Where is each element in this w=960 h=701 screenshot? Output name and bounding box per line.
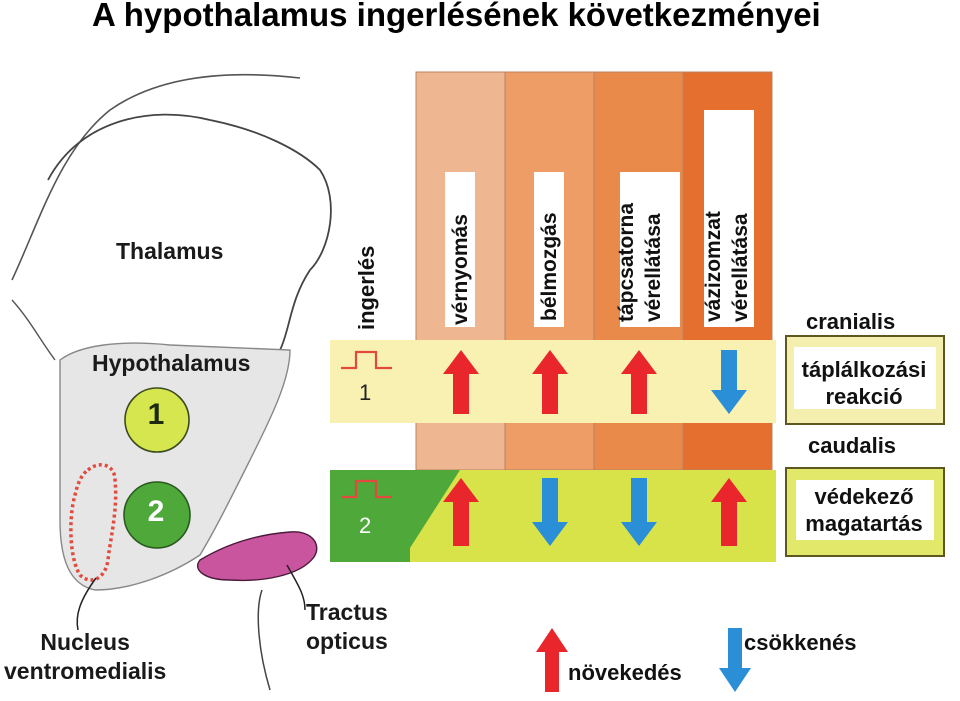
- effect-arrow-r2-c1: [443, 478, 479, 546]
- legend-increase-label: növekedés: [568, 660, 682, 685]
- column-header-bowel-motility: bélmozgás: [536, 212, 563, 321]
- effect-arrow-r1-c4: [711, 350, 747, 414]
- stimulus-2-pulse: [341, 479, 392, 499]
- nucleus-ventromedialis-label: Nucleus ventromedialis: [4, 628, 166, 686]
- legend-arrows: [536, 628, 751, 692]
- thalamus-outline: [47, 113, 332, 351]
- nucleus-1-circle: [124, 387, 190, 453]
- tractus-label-line1: Tractus: [306, 599, 388, 625]
- column-label-box-1: [445, 172, 475, 327]
- row-2-stimulus-triangle: [410, 470, 460, 548]
- caudalis-label: caudalis: [808, 433, 897, 458]
- tractus-leader-line: [286, 564, 306, 611]
- thalamus-label: Thalamus: [116, 238, 224, 264]
- column-header-muscle-blood-supply: vázizomzat vérellátása: [700, 211, 754, 322]
- effect-arrow-r2-c2: [532, 478, 568, 546]
- stimulus-1-pulse: [341, 350, 392, 370]
- column-header-gut-blood-supply: tápcsatorna vérellátása: [613, 203, 667, 322]
- stimulus-2-number: 2: [359, 513, 372, 538]
- row-2-stimulus-cell: [330, 470, 410, 562]
- stalk-outline: [257, 589, 271, 691]
- column-4-line1: vázizomzat: [702, 211, 725, 322]
- feeding-response-line1: táplálkozási: [801, 357, 927, 382]
- effect-arrow-r1-c2: [532, 350, 568, 414]
- nucleus-label-line1: Nucleus: [40, 629, 130, 655]
- feeding-response-label: táplálkozási reakció: [790, 356, 938, 410]
- column-label-box-2: [534, 172, 564, 327]
- column-label-box-3-wide: [620, 172, 680, 327]
- defense-response-line1: védekező: [814, 484, 914, 509]
- column-2-line1: bélmozgás: [538, 212, 561, 321]
- defense-response-inner: [796, 480, 934, 540]
- column-label-box-4-wide: [704, 110, 754, 327]
- cranialis-label: cranialis: [806, 309, 896, 334]
- tractus-opticus-shape: [197, 531, 318, 582]
- legend-increase-arrow: [536, 628, 568, 692]
- page-title: A hypothalamus ingerlésének következmény…: [92, 0, 821, 33]
- hypothalamus-label: Hypothalamus: [92, 350, 251, 376]
- brain-inner-curve: [11, 299, 56, 361]
- effect-arrow-r2-c4: [711, 478, 747, 546]
- effect-arrow-r2-c3: [621, 478, 657, 546]
- feeding-response-line2: reakció: [825, 384, 903, 409]
- nucleus-label-line2: ventromedialis: [4, 658, 167, 684]
- column-3-line2: vérellátása: [642, 213, 665, 322]
- effect-arrow-r1-c1: [443, 350, 479, 414]
- column-1-line1: vérnyomás: [449, 214, 472, 325]
- defense-response-line2: magatartás: [805, 511, 923, 536]
- brain-outline: [11, 73, 301, 281]
- legend-decrease-arrow: [719, 628, 751, 692]
- nucleus-2-circle: [123, 481, 191, 549]
- feeding-response-inner: [794, 347, 936, 409]
- defense-response-label: védekező magatartás: [790, 483, 938, 537]
- legend-decrease-label: csökkenés: [744, 630, 857, 655]
- stimulus-header: ingerlés: [354, 245, 379, 330]
- tractus-label-line2: opticus: [306, 628, 388, 654]
- nucleus-1-number: 1: [147, 398, 165, 431]
- nucleus-leader-line: [76, 577, 97, 631]
- column-3-line1: tápcsatorna: [615, 202, 638, 322]
- effect-arrow-r1-c3: [621, 350, 657, 414]
- nucleus-ventromedialis-outline: [69, 463, 118, 582]
- column-4-line2: vérellátása: [729, 213, 752, 322]
- nucleus-2-number: 2: [147, 495, 165, 528]
- tractus-opticus-label: Tractus opticus: [306, 598, 388, 656]
- stimulus-1-number: 1: [359, 380, 372, 405]
- effects-table: [330, 71, 945, 562]
- hypothalamus-region: [59, 342, 291, 591]
- column-header-blood-pressure: vérnyomás: [447, 214, 474, 325]
